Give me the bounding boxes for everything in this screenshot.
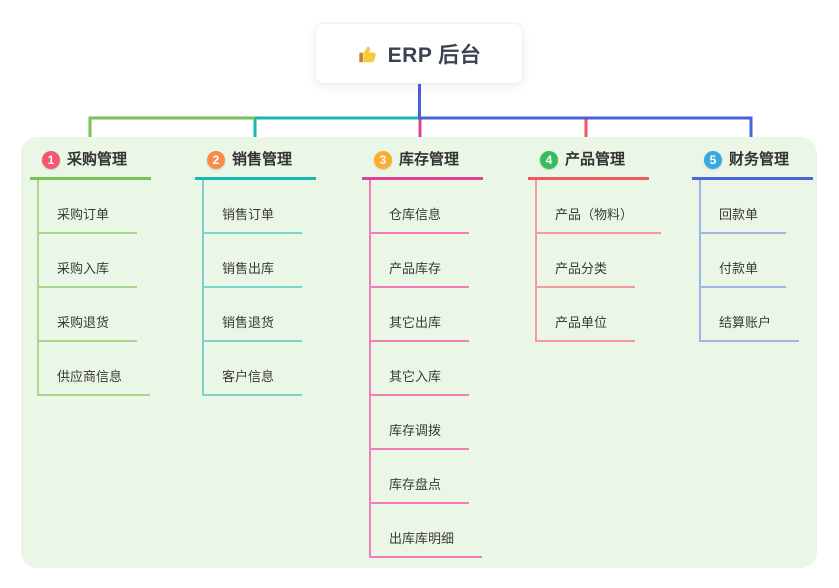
root-node-label: ERP 后台 [387,43,482,67]
child-node[interactable]: 采购退货 [39,312,138,342]
branch-index-badge: 5 [704,151,722,169]
child-row: 采购入库 [39,234,151,288]
child-row: 仓库信息 [371,180,483,234]
child-row: 库存调拨 [371,396,483,450]
child-node[interactable]: 产品库存 [371,258,470,288]
branch-children: 仓库信息产品库存其它出库其它入库库存调拨库存盘点出库库明细 [369,180,483,558]
child-node[interactable]: 库存调拨 [371,420,470,450]
child-node[interactable]: 库存盘点 [371,474,470,504]
branch-1: 1 采购管理 采购订单采购入库采购退货供应商信息 [30,137,152,396]
branch-header[interactable]: 5 财务管理 [692,149,814,180]
branch-index-badge: 1 [42,151,60,169]
child-row: 客户信息 [204,342,316,396]
child-node[interactable]: 客户信息 [204,366,303,396]
branch-children: 回款单付款单结算账户 [699,180,813,342]
branch-header[interactable]: 2 销售管理 [195,149,317,180]
branch-header-row: 5 财务管理 [692,149,814,180]
branch-title: 库存管理 [399,151,460,168]
child-row: 回款单 [701,180,813,234]
child-row: 产品库存 [371,234,483,288]
child-row: 付款单 [701,234,813,288]
child-row: 采购退货 [39,288,151,342]
branch-header-row: 2 销售管理 [195,149,317,180]
child-node[interactable]: 产品分类 [537,258,636,288]
child-node[interactable]: 其它出库 [371,312,470,342]
branch-index-badge: 3 [374,151,392,169]
child-row: 其它入库 [371,342,483,396]
branch-children: 产品（物料） 产品分类产品单位 [535,180,662,342]
branch-header-row: 1 采购管理 [30,149,152,180]
branch-title: 财务管理 [729,151,790,168]
branch-2: 2 销售管理 销售订单销售出库销售退货客户信息 [195,137,317,396]
child-node[interactable]: 出库库明细 [371,528,483,558]
child-node[interactable]: 销售订单 [204,204,303,234]
thumb-hand [363,46,376,62]
child-node[interactable]: 仓库信息 [371,204,470,234]
branch-index-badge: 4 [540,151,558,169]
thumbs-up-icon [358,46,376,62]
child-node[interactable]: 销售出库 [204,258,303,288]
branch-title: 产品管理 [565,151,626,168]
root-node[interactable]: ERP 后台 [315,23,523,84]
child-node[interactable]: 采购订单 [39,204,138,234]
child-row: 结算账户 [701,288,813,342]
branch-header-row: 4 产品管理 [528,149,661,180]
child-row: 产品单位 [537,288,661,342]
child-node[interactable]: 销售退货 [204,312,303,342]
branch-header-row: 3 库存管理 [362,149,484,180]
child-row: 其它出库 [371,288,483,342]
child-node[interactable]: 结算账户 [701,312,800,342]
branch-header[interactable]: 3 库存管理 [362,149,484,180]
child-row: 销售出库 [204,234,316,288]
branch-title: 采购管理 [67,151,128,168]
branch-index-badge: 2 [207,151,225,169]
child-node[interactable]: 采购入库 [39,258,138,288]
child-row: 产品分类 [537,234,661,288]
child-node[interactable]: 其它入库 [371,366,470,396]
child-row: 销售订单 [204,180,316,234]
child-node[interactable]: 回款单 [701,204,787,234]
branch-3: 3 库存管理 仓库信息产品库存其它出库其它入库库存调拨库存盘点出库库明细 [362,137,484,558]
child-row: 产品（物料） [537,180,662,234]
branch-children: 采购订单采购入库采购退货供应商信息 [37,180,151,396]
child-row: 出库库明细 [371,504,483,558]
branch-header[interactable]: 4 产品管理 [528,149,650,180]
child-row: 供应商信息 [39,342,151,396]
child-row: 采购订单 [39,180,151,234]
branch-children: 销售订单销售出库销售退货客户信息 [202,180,316,396]
child-row: 销售退货 [204,288,316,342]
branch-5: 5 财务管理 回款单付款单结算账户 [692,137,814,342]
branch-header[interactable]: 1 采购管理 [30,149,152,180]
branch-4: 4 产品管理 产品（物料） 产品分类产品单位 [528,137,662,342]
child-node[interactable]: 产品单位 [537,312,636,342]
child-node[interactable]: 供应商信息 [39,366,151,396]
branch-panel: 1 采购管理 采购订单采购入库采购退货供应商信息 2 销售管理 销售订单销售出库… [21,137,817,568]
child-node[interactable]: 付款单 [701,258,787,288]
branch-title: 销售管理 [232,151,293,168]
thumb-cuff [358,52,363,62]
child-row: 库存盘点 [371,450,483,504]
child-node[interactable]: 产品（物料） [537,204,662,234]
